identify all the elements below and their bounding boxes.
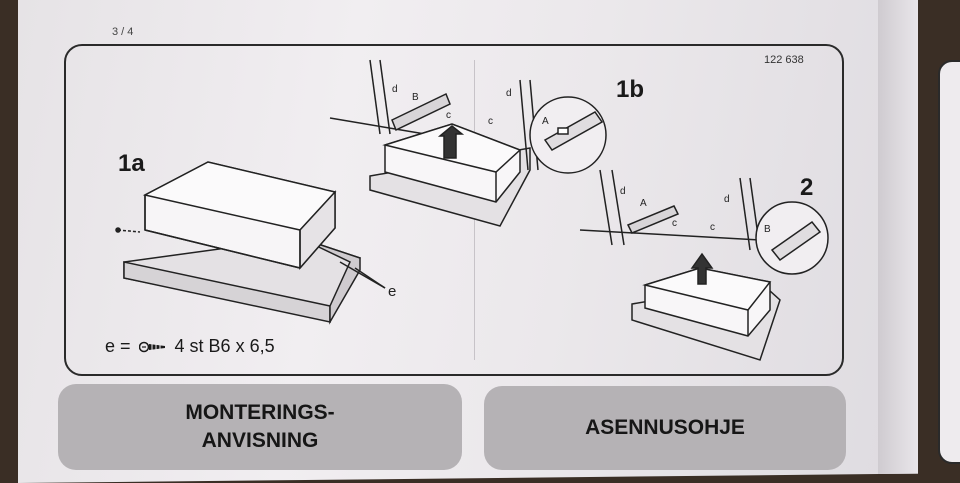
step-label-2: 2 [800,174,814,201]
illustration-1a [115,161,386,325]
callout-c2-1b: c [488,116,493,127]
callout-b-2: B [764,224,771,235]
step-label-1a: 1a [118,150,145,177]
swedish-title-box: MONTERINGS- ANVISNING [58,384,462,470]
callout-c-2: c [672,218,677,229]
callout-d2-1b: d [506,88,512,99]
callout-a-1b: A [542,116,549,127]
screw-formula: e = 4 st B6 x 6,5 [105,336,275,357]
callout-c-1b: c [446,110,451,121]
illustration-1b [329,59,607,227]
callout-b-1b: B [412,92,419,103]
callout-e: e [388,283,396,300]
adjacent-page-panel [938,60,960,464]
illustration-panel [64,44,844,376]
screw-icon [138,341,165,352]
callout-d2-2: d [724,194,730,205]
illustration-2 [579,169,829,361]
page-number: 3 / 4 [112,26,134,38]
formula-rhs: 4 st B6 x 6,5 [174,336,275,356]
step-label-1b: 1b [616,76,645,103]
swedish-title-line1: MONTERINGS- [185,401,335,424]
swedish-title-line2: ANVISNING [201,429,319,452]
callout-c2-2: c [710,222,715,233]
finnish-title: ASENNUSOHJE [585,416,745,439]
callout-a-2: A [640,198,647,209]
formula-lhs: e = [105,336,131,356]
document-number: 122 638 [764,54,804,66]
callout-d-2: d [620,186,626,197]
finnish-title-box: ASENNUSOHJE [484,386,846,470]
callout-d-1b: d [392,84,398,95]
